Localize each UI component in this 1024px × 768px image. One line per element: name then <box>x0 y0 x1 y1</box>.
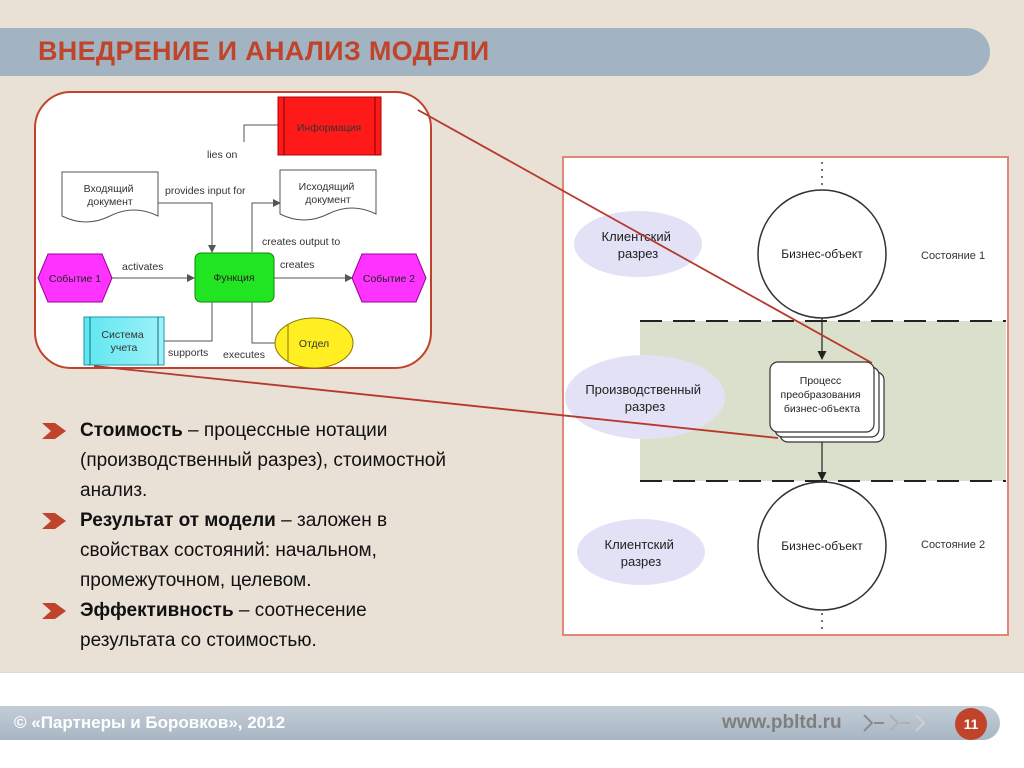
info-box <box>277 96 382 156</box>
bullet-term: Эффективность <box>80 600 234 621</box>
edge-supports-line <box>164 302 213 342</box>
slide-title: ВНЕДРЕНИЕ И АНАЛИЗ МОДЕЛИ <box>38 36 490 66</box>
event-1-shape <box>37 253 113 303</box>
system-label: Система учета <box>101 329 146 354</box>
client-cut-bottom-ellipse <box>577 519 705 585</box>
business-object-bottom-label: Бизнес-объект <box>781 539 863 553</box>
bullet-text: – заложен в свойствах состояний: начальн… <box>80 510 388 591</box>
edge-provides-input-label: provides input for <box>165 185 246 197</box>
edge-creates-label: creates <box>280 259 314 271</box>
footer-divider <box>0 672 1024 673</box>
edge-executes-label: executes <box>223 349 265 361</box>
output-document-label: Исходящий документ <box>299 181 358 206</box>
event-1-label: Событие 1 <box>49 273 101 285</box>
input-document-shape <box>61 171 159 223</box>
footer-bar <box>0 706 1000 740</box>
chevron-arrow-icon <box>42 423 66 439</box>
bullet-text: – соотнесение результата со стоимостью. <box>80 600 367 651</box>
bullet-item: Результат от модели – заложен в свойства… <box>38 506 458 596</box>
forward-chevrons-icon <box>863 714 926 732</box>
output-document-shape <box>279 169 377 221</box>
callout-line-bottom <box>93 365 779 439</box>
bullet-item: Эффективность – соотнесение результата с… <box>38 596 458 656</box>
chevron-arrow-icon <box>42 603 66 619</box>
callout-line-top <box>417 109 873 364</box>
state-2-label: Состояние 2 <box>921 539 985 551</box>
client-cut-top-ellipse <box>574 211 702 277</box>
input-document-label: Входящий документ <box>84 183 137 208</box>
event-2-label: Событие 2 <box>363 273 415 285</box>
copyright-text: © «Партнеры и Боровков», 2012 <box>14 713 286 732</box>
info-box-label: Информация <box>297 122 361 134</box>
diagram-canvas: Клиентский разрез Производственный разре… <box>34 91 1009 636</box>
event-2-shape <box>351 253 427 303</box>
edge-provides-input-line <box>158 202 216 253</box>
state-1-label: Состояние 1 <box>921 250 985 262</box>
page-number-badge: 11 <box>955 708 987 740</box>
edge-supports-label: supports <box>168 347 208 359</box>
business-object-top-label: Бизнес-объект <box>781 247 863 261</box>
process-label: Процесс преобразования бизнес-объекта <box>781 375 864 415</box>
client-cut-bottom-label: Клиентский разрез <box>605 537 678 569</box>
bullet-text: – процессные нотации (производственный р… <box>80 420 446 501</box>
edge-executes-line <box>251 302 276 344</box>
bullet-list: Стоимость – процессные нотации (производ… <box>38 416 458 656</box>
edge-lies-on-line <box>243 124 278 142</box>
edge-creates-output-label: creates output to <box>262 236 340 248</box>
department-label: Отдел <box>299 338 329 350</box>
title-bar <box>0 28 990 76</box>
system-box <box>83 316 165 366</box>
website-link[interactable]: www.pbltd.ru <box>722 712 842 733</box>
function-box <box>194 252 275 303</box>
epc-diagram: Информация Входящий документ Исходящий д… <box>34 91 432 369</box>
process-box <box>769 361 875 433</box>
bullet-term: Стоимость <box>80 420 183 441</box>
edge-lies-on-label: lies on <box>207 149 238 161</box>
department-ellipse <box>274 317 354 369</box>
edge-activates-label: activates <box>122 261 163 273</box>
state-diagram: Клиентский разрез Производственный разре… <box>562 156 1009 636</box>
edge-creates-output-line <box>251 199 281 252</box>
production-cut-label: Производственный разрез <box>585 382 704 414</box>
business-object-bottom-circle <box>757 481 887 611</box>
bullet-item: Стоимость – процессные нотации (производ… <box>38 416 458 506</box>
bullet-term: Результат от модели <box>80 510 276 531</box>
production-cut-ellipse <box>565 355 725 439</box>
function-label: Функция <box>213 272 254 284</box>
epc-diagram-frame <box>34 91 432 369</box>
chevron-arrow-icon <box>42 513 66 529</box>
